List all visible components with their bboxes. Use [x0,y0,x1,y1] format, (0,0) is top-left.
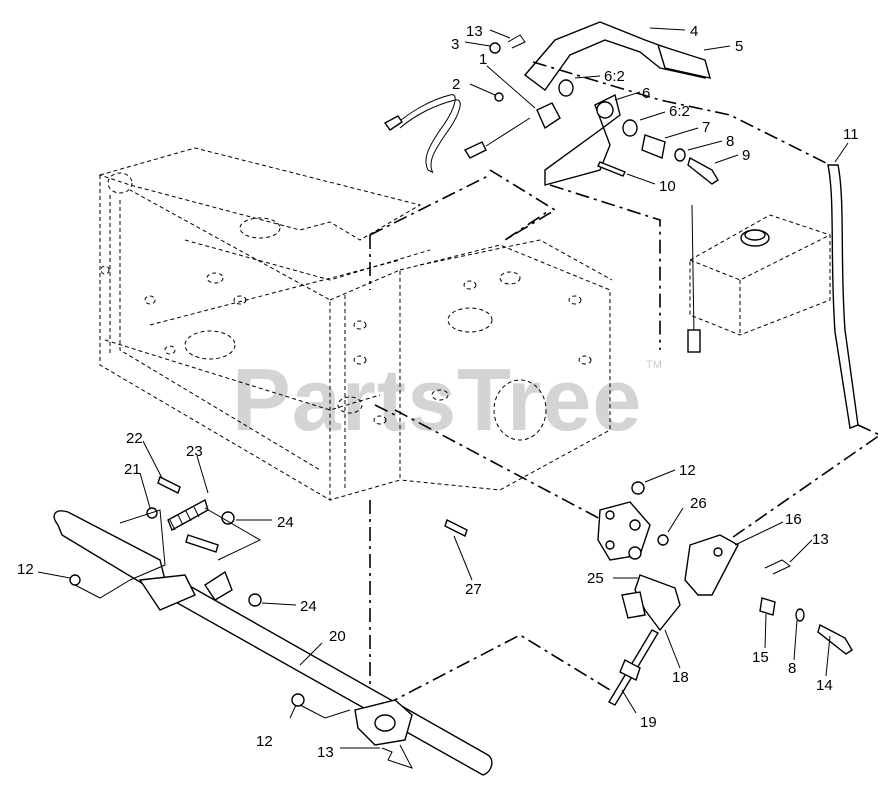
callout-16: 16 [785,511,802,528]
lower-right-assembly [444,481,853,706]
callout-24: 24 [277,514,294,531]
callout-6: 6 [642,85,650,102]
callout-7: 7 [702,119,710,136]
callout-13: 13 [466,23,483,40]
leader-lines [37,27,849,749]
callout-18: 18 [672,669,689,686]
callout-20: 20 [329,628,346,645]
callout-19: 19 [640,714,657,731]
callout-12c: 12 [679,462,696,479]
callout-22: 22 [126,430,143,447]
callout-25: 25 [587,570,604,587]
callout-15: 15 [752,649,769,666]
callout-26: 26 [690,495,707,512]
callout-13b: 13 [317,744,334,761]
main-frame [98,147,831,501]
callout-8b: 8 [788,660,796,677]
callout-14: 14 [816,677,833,694]
callout-4: 4 [690,23,698,40]
callout-9: 9 [742,147,750,164]
callout-23: 23 [186,443,203,460]
callout-5: 5 [735,38,743,55]
callout-13c: 13 [812,531,829,548]
callout-12b: 12 [256,733,273,750]
callout-21: 21 [124,461,141,478]
pedal-shaft-assembly [53,476,493,776]
watermark: PartsTree [232,350,642,449]
callout-labels: 13 4 3 5 1 6:2 2 6 6:2 7 8 9 10 11 22 23… [17,23,859,761]
callout-2: 2 [452,76,460,93]
callout-1: 1 [479,51,487,68]
connection-lines [369,61,882,720]
callout-6-2b: 6:2 [669,103,690,120]
callout-10: 10 [659,178,676,195]
callout-11: 11 [843,126,859,143]
callout-12: 12 [17,561,34,578]
callout-6-2: 6:2 [604,68,625,85]
callout-3: 3 [451,36,459,53]
callout-8: 8 [726,133,734,150]
trademark: TM [646,359,662,371]
callout-24b: 24 [300,598,317,615]
callout-27: 27 [465,581,482,598]
